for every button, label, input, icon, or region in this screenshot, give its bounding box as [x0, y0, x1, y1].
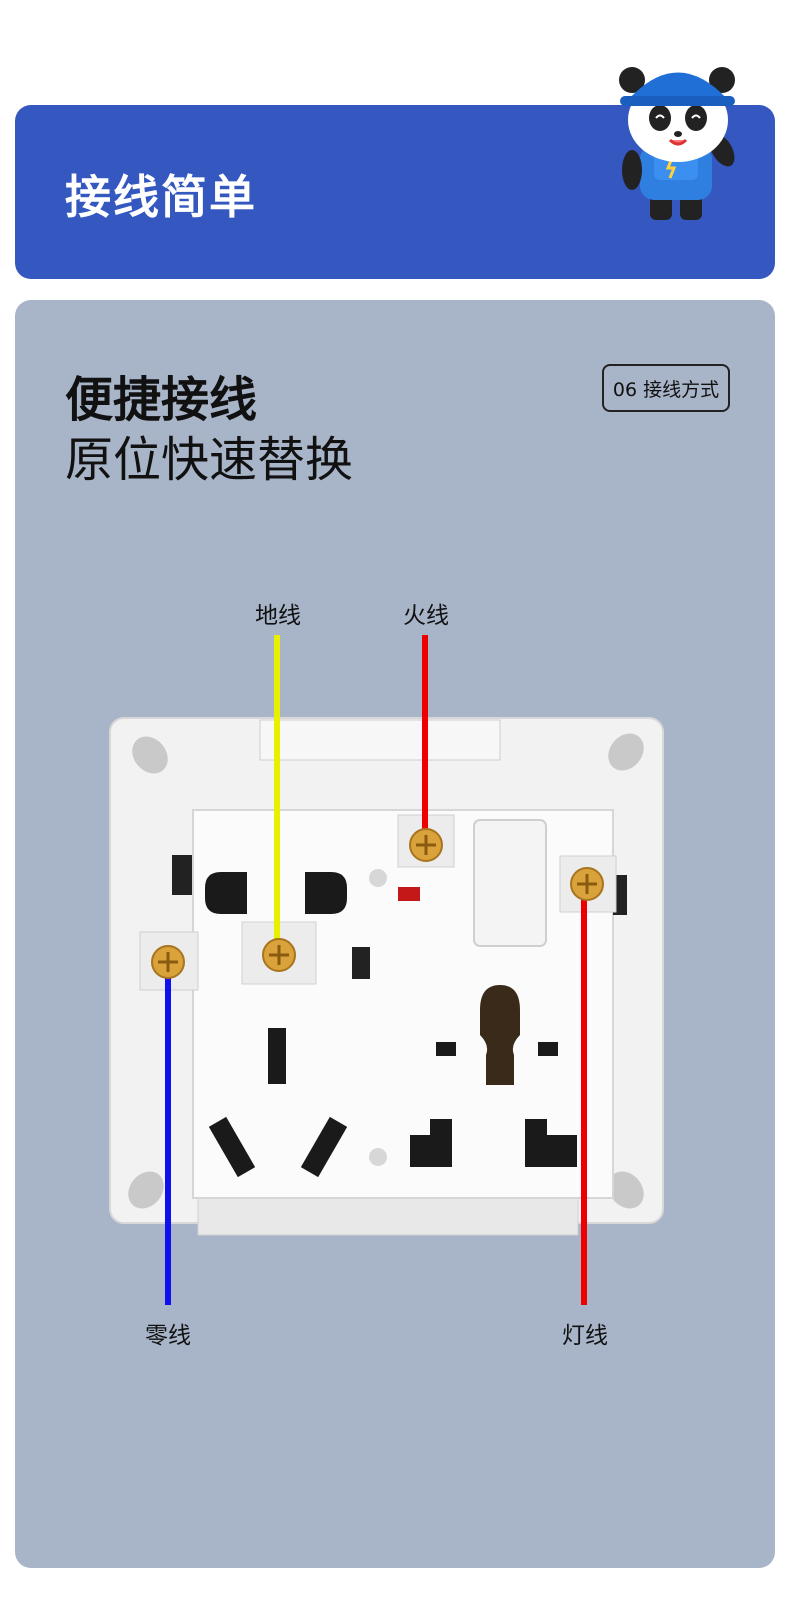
neutral-screw-icon: [151, 945, 185, 979]
section-tag: 06 接线方式: [602, 364, 730, 412]
panda-mascot-icon: [619, 67, 735, 220]
banner-title: 接线简单: [65, 170, 257, 224]
ground-wire-label: 地线: [255, 603, 301, 629]
headline-line2: 原位快速替换: [65, 432, 354, 488]
live-wire-label: 火线: [403, 603, 449, 629]
headline-line1: 便捷接线: [65, 372, 258, 428]
ground-screw-icon: [262, 938, 296, 972]
lamp-screw-icon: [570, 867, 604, 901]
lamp-wire-label: 灯线: [562, 1323, 608, 1349]
live-screw-icon: [409, 828, 443, 862]
neutral-wire-label: 零线: [145, 1323, 191, 1349]
